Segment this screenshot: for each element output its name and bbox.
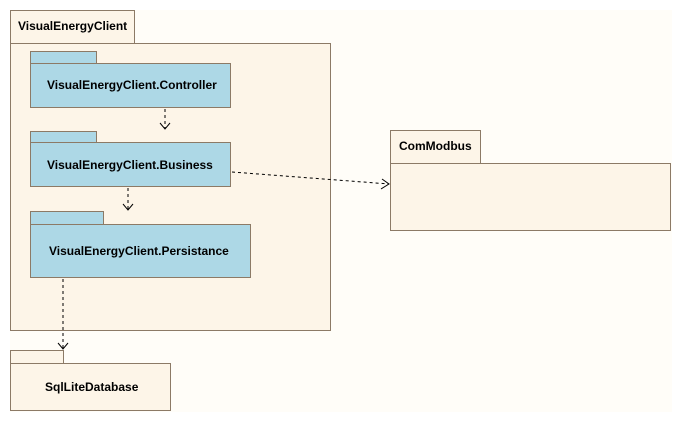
package-label-business: VisualEnergyClient.Business xyxy=(47,158,213,172)
arrowhead-business xyxy=(159,122,171,130)
package-title-com-modbus: ComModbus xyxy=(399,139,472,153)
dependency-business-to-commodbus xyxy=(231,171,390,185)
package-title-visual-energy-client: VisualEnergyClient xyxy=(18,19,128,33)
package-business[interactable] xyxy=(30,142,231,187)
package-label-persistance: VisualEnergyClient.Persistance xyxy=(49,244,229,258)
arrowhead-persistance xyxy=(122,203,134,211)
arrowhead-sqlite xyxy=(57,342,69,350)
package-sqlite-database[interactable] xyxy=(10,363,171,411)
arrowhead-commodbus xyxy=(380,178,390,190)
package-com-modbus[interactable] xyxy=(390,163,671,231)
package-label-sqlite-database: SqlLiteDatabase xyxy=(45,380,139,394)
package-controller[interactable] xyxy=(30,63,231,108)
package-label-controller: VisualEnergyClient.Controller xyxy=(47,78,217,92)
package-tab-visual-energy-client xyxy=(10,10,135,44)
package-tab-com-modbus xyxy=(390,130,481,164)
package-persistance[interactable] xyxy=(30,224,251,278)
